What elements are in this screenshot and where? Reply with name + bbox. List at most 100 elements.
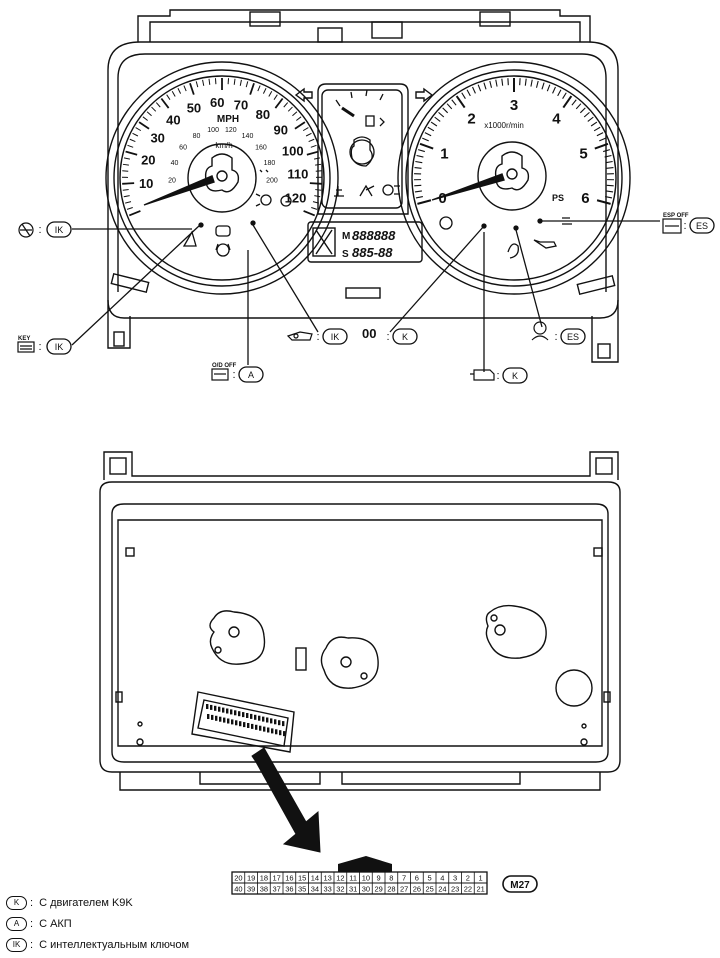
pin-number: 20 [234,874,242,883]
speedometer-tick [310,144,317,148]
badge-seatbelt: : IK [38,221,72,238]
connector-pin [231,719,234,725]
connector-pin [235,720,238,726]
connector-pin [211,714,214,720]
speedometer-mph-label: 40 [166,113,180,128]
pin-number: 37 [272,885,280,894]
pin-number: 34 [311,885,319,894]
speedometer-tick [287,106,293,112]
speedometer-tick [302,127,309,132]
tachometer-tick [606,190,614,193]
slip-indicator-icon [531,321,549,341]
svg-text::: : [386,331,389,343]
tachometer-tick [455,95,466,109]
speedometer-tick [309,182,322,185]
key-warning-icon [17,341,35,353]
tachometer-tick [434,116,441,122]
tachometer-rpm-label: 1 [440,146,448,163]
connector-pin [279,730,282,736]
connector-pin [223,717,226,723]
speedometer-tick [257,85,261,92]
speedometer-tick [123,157,131,160]
pin-number: 28 [387,885,395,894]
connector-pin [243,722,246,728]
speedometer-mph-label: 80 [256,107,270,122]
connector-pin [278,720,281,726]
speedometer-tick [123,195,130,198]
speedometer-tick [274,97,284,109]
pin-number: 2 [466,874,470,883]
speedometer-tick [166,94,171,100]
speedometer-hub [143,143,257,213]
speedometer-tick [132,132,139,137]
tachometer-tick [603,149,611,153]
tachometer-tick [562,92,567,99]
connector-pin [239,721,242,727]
speedometer-tick [308,138,315,143]
pin-number: 12 [336,874,344,883]
pin-number: 11 [349,874,357,883]
pin-number: 17 [272,874,280,883]
pin-number: 25 [425,885,433,894]
speedometer-kmh-label: 200 [266,178,278,185]
connector-key-tab [338,856,392,872]
speedometer-tick [126,206,133,210]
badge-esp-off: : ES [683,217,715,234]
legend-item-ik: IK:С интеллектуальным ключом [6,938,189,953]
tachometer-tick [594,142,609,150]
speedometer-tick [177,88,182,94]
connector-pin [270,718,273,724]
speedometer-tick [311,206,318,210]
cluster-rear-view [99,451,621,791]
speedometer-mph-label: 30 [150,131,164,146]
connector-pin [262,716,265,722]
speedometer-tick [313,157,321,160]
pin-number: 23 [451,885,459,894]
svg-text:ES: ES [567,332,579,342]
speedometer-mph-label: 20 [141,152,155,167]
speedometer-tick [305,132,312,137]
speedometer-tick [296,116,302,121]
legend-badge-a: A [6,917,27,932]
tachometer-tick [466,89,471,97]
speedometer-mph-label: 110 [287,167,308,182]
ps-label: PS [552,193,564,203]
svg-text:IK: IK [55,342,64,352]
speedometer-tick [135,127,142,132]
speedometer-tick-marks [121,78,323,217]
connector-pin [255,724,258,730]
speedometer-tick [315,189,322,191]
speedometer-tick [315,163,322,166]
speedometer-tick [127,144,134,148]
pin-number: 27 [400,885,408,894]
svg-text:K: K [512,371,518,381]
speedometer-tick [294,121,306,130]
speedometer-tick [249,82,255,95]
svg-text:IK: IK [331,332,340,342]
tachometer-tick [579,107,586,114]
speedometer-kmh-label: 20 [168,178,176,185]
callout-leader-lines [71,220,660,372]
tachometer-tick [422,137,429,142]
pin-number: 29 [374,885,382,894]
glow-plug-label: 00 [362,326,376,341]
svg-text::: : [38,224,41,236]
pin-number: 3 [453,874,457,883]
speedometer-tick [189,82,195,95]
svg-text::: : [683,220,686,232]
speedometer-tick [125,201,132,204]
esp-off-label: ESP OFF [663,213,689,219]
tachometer-tick [557,89,562,97]
odometer-row1-prefix: M [342,231,350,242]
legend-badge-k: K [6,896,27,911]
speedometer-mph-label: 10 [139,176,153,191]
speedometer-kmh-label: 160 [255,145,267,152]
connector-pin [207,714,210,719]
cluster-front-view [105,9,631,363]
tachometer-tick [472,86,476,94]
tachometer-tick [501,78,504,86]
odometer-row1-digits: 888888 [352,228,396,243]
pin-number: 22 [464,885,472,894]
tachometer-tick [417,199,432,205]
svg-text:K: K [402,332,408,342]
